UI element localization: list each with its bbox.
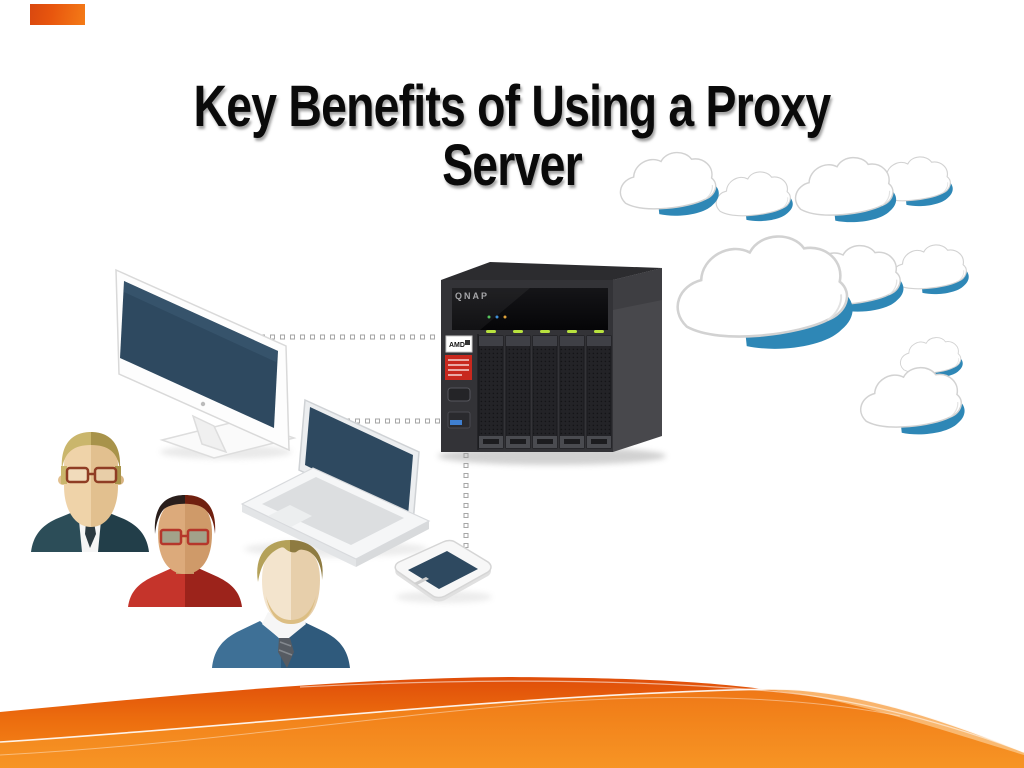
server-usb-port <box>447 411 471 429</box>
nas-server-illustration: QNAP AMD <box>438 262 666 465</box>
cloud-icon <box>670 228 858 361</box>
face <box>64 436 118 527</box>
drive-bay <box>586 330 612 449</box>
cloud-icon <box>616 147 722 223</box>
laptop-trackpad <box>268 505 312 527</box>
monitor-stand <box>191 414 228 454</box>
bottom-wave-decoration <box>0 677 1024 768</box>
laptop-keyboard <box>262 477 404 545</box>
tie <box>85 522 96 548</box>
user-avatar-red-shirt <box>128 495 242 607</box>
page-title: Key Benefits of Using a Proxy Server <box>102 77 921 195</box>
desktop-monitor-illustration <box>115 268 297 459</box>
face <box>262 546 320 624</box>
cloud-icons <box>616 147 971 442</box>
drive-bay <box>505 330 531 449</box>
server-drive-bays <box>478 330 612 449</box>
cloud-icon <box>791 152 899 229</box>
glasses-icon <box>65 466 118 484</box>
phone-speaker <box>414 577 429 585</box>
hair <box>257 540 323 582</box>
cloud-icon <box>712 168 795 227</box>
hair <box>61 432 121 470</box>
corner-accent-bar <box>30 4 85 25</box>
title-line-1: Key Benefits of Using a Proxy <box>193 73 832 139</box>
user-avatar-suit <box>31 432 149 552</box>
title-line-2: Server <box>442 132 582 198</box>
monitor-screen <box>120 281 278 428</box>
hair <box>154 495 216 534</box>
smartphone-illustration <box>394 539 492 603</box>
server-warning-sticker <box>445 355 472 380</box>
drive-bay <box>532 330 558 449</box>
beard <box>266 596 316 624</box>
drive-bay <box>478 330 504 449</box>
glasses-icon <box>159 528 210 546</box>
laptop-screen <box>305 407 413 516</box>
server-brand-logo: QNAP <box>455 291 489 301</box>
server-cpu-sticker: AMD <box>445 335 473 353</box>
user-avatar-blue-jacket <box>212 540 350 668</box>
monitor-camera-dot <box>200 401 206 407</box>
server-power-button <box>447 387 471 402</box>
drive-bay <box>559 330 585 449</box>
svg-text:AMD: AMD <box>449 342 465 349</box>
connection-dashed-lines <box>250 334 469 552</box>
